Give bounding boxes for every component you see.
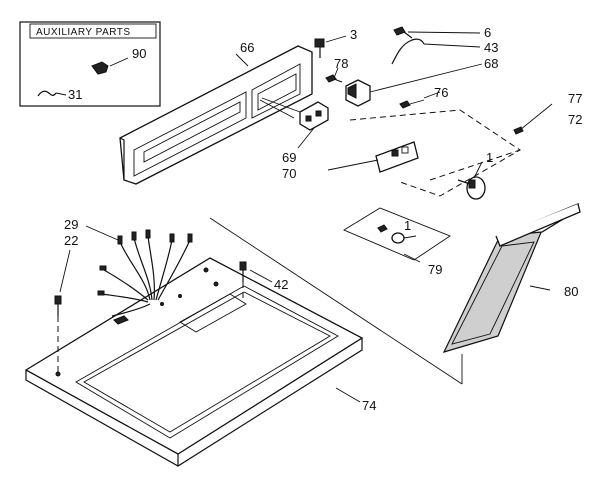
callout-76: 76	[434, 85, 448, 100]
callout-69: 69	[282, 150, 296, 165]
callout-22: 22	[64, 233, 78, 248]
assembly-outline-72b	[429, 149, 521, 181]
callout-labels: 3 6 43 66 78 68 76 77 72 1 69 70 1 79 29…	[64, 25, 582, 413]
bracket-part	[299, 101, 329, 131]
callout-29: 29	[64, 217, 78, 232]
callout-72: 72	[568, 112, 582, 127]
auxiliary-parts-title: AUXILIARY PARTS	[36, 27, 131, 38]
auxiliary-parts-box: AUXILIARY PARTS 90 31	[19, 21, 161, 107]
assembly-outline-72	[349, 109, 521, 197]
callout-1-lower: 1	[404, 218, 411, 233]
callout-66: 66	[240, 40, 254, 55]
screw-78-part	[325, 74, 343, 83]
callout-77: 77	[568, 91, 582, 106]
callout-74: 74	[362, 398, 376, 413]
screw-22-part	[54, 295, 62, 372]
lint-filter	[442, 203, 581, 353]
wire-clip-icon	[37, 90, 67, 97]
wire-harness	[97, 229, 193, 317]
callout-68: 68	[484, 56, 498, 71]
dryer-top-panel	[24, 257, 364, 467]
control-console	[119, 45, 313, 185]
callout-3: 3	[350, 27, 357, 42]
callout-70: 70	[282, 166, 296, 181]
assembly-box-79	[343, 207, 451, 261]
callout-leaders	[59, 53, 553, 403]
callout-80: 80	[564, 284, 578, 299]
callout-79: 79	[428, 262, 442, 277]
switch-part	[345, 63, 483, 109]
clip-part-icon	[91, 57, 129, 75]
leader-top-panel-right	[209, 217, 463, 385]
screw-42-part	[239, 261, 247, 300]
callout-78: 78	[334, 56, 348, 71]
auxiliary-item-label-90: 90	[132, 46, 146, 61]
callout-43: 43	[484, 40, 498, 55]
timer-plate-part	[375, 141, 419, 173]
callout-42: 42	[274, 277, 288, 292]
callout-6: 6	[484, 25, 491, 40]
screw-77-part	[513, 126, 524, 135]
screw-and-wire-part	[391, 26, 481, 65]
callout-1-upper: 1	[486, 150, 493, 165]
knob-part	[457, 176, 486, 200]
auxiliary-item-label-31: 31	[68, 87, 82, 102]
screw-part	[314, 35, 347, 58]
